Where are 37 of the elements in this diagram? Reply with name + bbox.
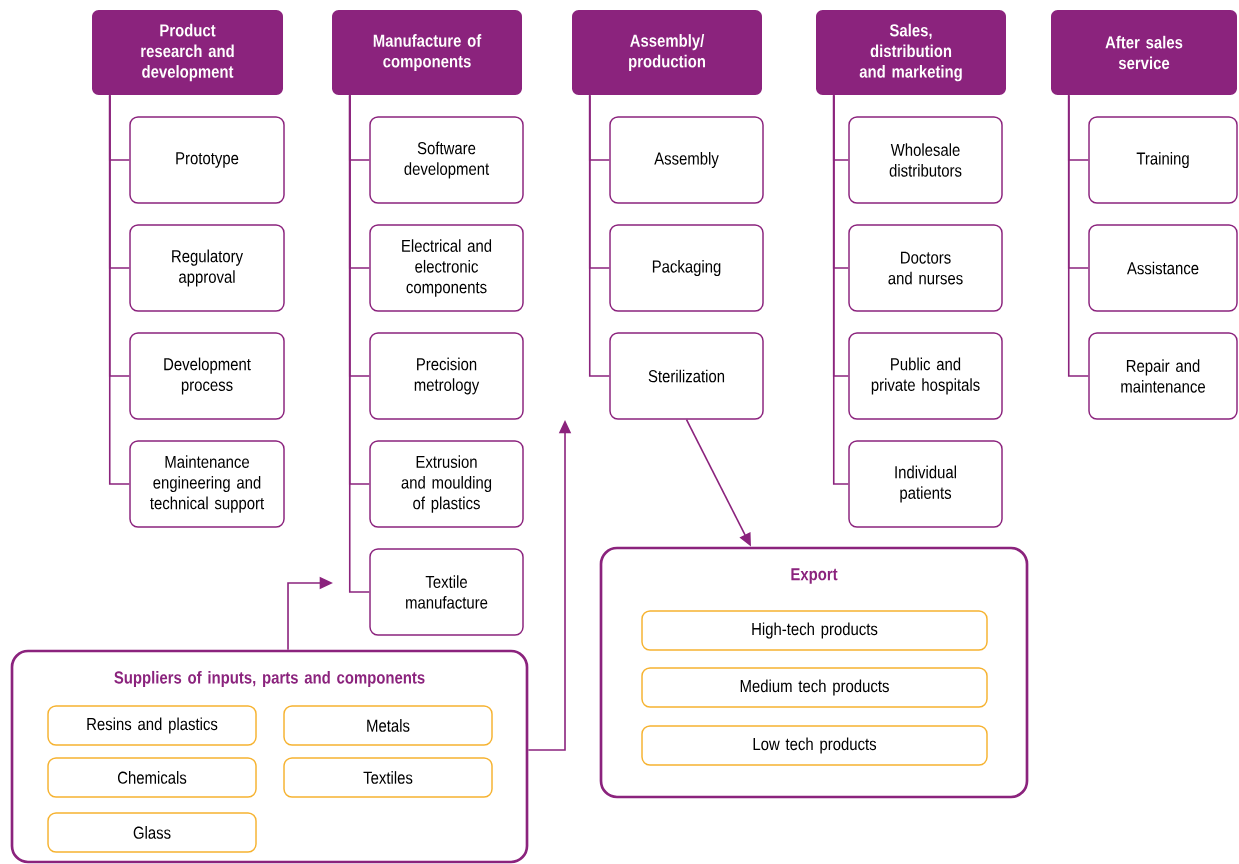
step-box: Software development	[369, 116, 524, 204]
step-box: Assembly	[609, 116, 764, 204]
header-box: Sales, distribution and marketing	[816, 10, 1006, 95]
category-box: Glass	[47, 812, 257, 853]
step-box: Repair and maintenance	[1088, 332, 1238, 420]
category-box: Chemicals	[47, 757, 257, 798]
category-box: Textiles	[283, 757, 493, 798]
step-box: Public and private hospitals	[848, 332, 1003, 420]
tree-connector	[348, 94, 371, 593]
step-box: Extrusion and moulding of plastics	[369, 440, 524, 528]
tree-connector	[588, 94, 611, 377]
tree-connector	[108, 94, 131, 485]
step-box: Assistance	[1088, 224, 1238, 312]
step-box: Precision metrology	[369, 332, 524, 420]
step-box: Electrical and electronic components	[369, 224, 524, 312]
category-box: Medium tech products	[641, 667, 988, 708]
step-box: Wholesale distributors	[848, 116, 1003, 204]
category-box: Low tech products	[641, 725, 988, 766]
tree-connector	[1067, 94, 1090, 377]
step-box: Individual patients	[848, 440, 1003, 528]
step-box: Development process	[129, 332, 285, 420]
step-box: Training	[1088, 116, 1238, 204]
category-box: Resins and plastics	[47, 705, 257, 746]
step-box: Prototype	[129, 116, 285, 204]
header-box: After sales service	[1051, 10, 1237, 95]
step-box: Packaging	[609, 224, 764, 312]
header-box: Product research and development	[92, 10, 283, 95]
step-box: Maintenance engineering and technical support	[129, 440, 285, 528]
header-box: Manufacture of components	[332, 10, 522, 95]
tree-connector	[832, 94, 850, 485]
step-box: Doctors and nurses	[848, 224, 1003, 312]
step-box: Sterilization	[609, 332, 764, 420]
header-box: Assembly/ production	[572, 10, 762, 95]
step-box: Regulatory approval	[129, 224, 285, 312]
step-box: Textile manufacture	[369, 548, 524, 636]
category-box: Metals	[283, 705, 493, 746]
category-box: High-tech products	[641, 610, 988, 651]
